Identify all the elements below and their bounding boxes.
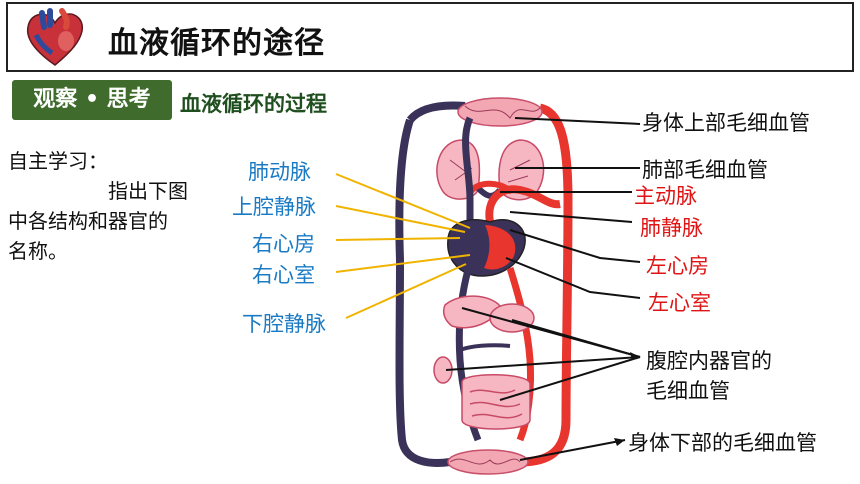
outer-artery-loop bbox=[519, 103, 573, 467]
intestine bbox=[461, 374, 531, 430]
upper-vein-top bbox=[406, 101, 466, 123]
label-aorta: 主动脉 bbox=[634, 184, 697, 208]
study-heading: 自主学习： bbox=[8, 149, 108, 173]
study-line-2: 中各结构和器官的 bbox=[8, 209, 168, 233]
superior-vena-cava bbox=[462, 116, 474, 230]
study-line-1: 指出下图 bbox=[108, 179, 188, 203]
label-pulmonary-vein: 肺静脉 bbox=[640, 216, 703, 240]
label-inferior-vena-cava: 下腔静脉 bbox=[242, 312, 326, 336]
label-left-atrium: 左心房 bbox=[646, 254, 709, 278]
label-upper-body-capillaries: 身体上部毛细血管 bbox=[642, 111, 810, 135]
aorta bbox=[485, 185, 561, 223]
label-right-atrium: 右心房 bbox=[252, 232, 315, 256]
section-tag: 观察 • 思考 bbox=[12, 80, 172, 120]
label-pulmonary-artery: 肺动脉 bbox=[248, 160, 311, 184]
outer-vein-loop bbox=[395, 118, 451, 467]
label-lower-body-capillaries: 身体下部的毛细血管 bbox=[628, 431, 817, 455]
liver bbox=[442, 295, 501, 329]
label-left-ventricle: 左心室 bbox=[648, 291, 711, 315]
page-title: 血液循环的途径 bbox=[108, 26, 325, 61]
self-study-text: 自主学习： 指出下图 中各结构和器官的 名称。 bbox=[8, 146, 218, 266]
label-superior-vena-cava: 上腔静脉 bbox=[232, 195, 316, 219]
heart-icon bbox=[26, 8, 83, 66]
label-lung-capillaries: 肺部毛细血管 bbox=[642, 154, 768, 184]
study-line-3: 名称。 bbox=[8, 239, 68, 263]
label-abdominal-capillaries-2: 毛细血管 bbox=[646, 379, 730, 403]
title-bar: 血液循环的途径 bbox=[6, 2, 854, 72]
right-lung bbox=[498, 139, 545, 201]
label-abdominal-capillaries-1: 腹腔内器官的 bbox=[646, 349, 772, 373]
label-right-ventricle: 右心室 bbox=[252, 263, 315, 287]
section-subtitle: 血液循环的过程 bbox=[180, 92, 327, 116]
